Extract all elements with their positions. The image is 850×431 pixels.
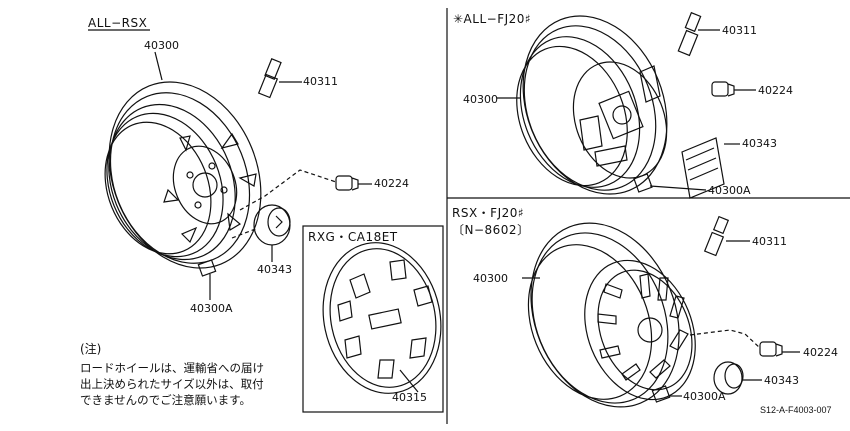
part-label-cap-rsx-fj20: 40343 [764, 374, 799, 387]
part-label-plate-fj20: 40343 [742, 137, 777, 150]
valve-stem-fj20 [677, 11, 720, 57]
wheel-cover-frame [302, 225, 444, 413]
steel-wheel-fj20 [516, 15, 668, 195]
part-label-wheel-cover: 40315 [392, 391, 427, 404]
balance-weight-fj20 [633, 173, 707, 193]
header-rxg-ca18et: RXG・CA18ET [308, 230, 398, 244]
header-all-fj20: ✳ALL−FJ20♯ [453, 12, 532, 26]
alloy-wheel-rsx-fj20 [522, 222, 696, 408]
balance-weight-rsx [197, 259, 217, 300]
wheel-nut-rsx [239, 169, 372, 211]
header-rsx-fj20-model: 〔N−8602〕 [452, 223, 530, 237]
part-label-weight-rsx-fj20: 40300A [683, 390, 726, 403]
weight-plate-fj20 [681, 137, 740, 199]
part-label-wheel-fj20: 40300 [463, 93, 498, 106]
steel-wheel-rsx [104, 81, 262, 269]
part-label-nut-rsx-fj20: 40224 [803, 346, 838, 359]
part-label-valve: 40311 [303, 75, 338, 88]
reference-code: S12-A-F4003-007 [760, 405, 832, 415]
leader-40300-rsx [154, 51, 163, 81]
wheel-nut-fj20 [711, 81, 756, 97]
balance-weight-rsx-fj20 [651, 385, 682, 403]
part-label-nut: 40224 [374, 177, 409, 190]
center-cap-rsx [231, 204, 291, 262]
part-label-weight: 40300A [190, 302, 233, 315]
wheel-nut-rsx-fj20 [689, 329, 800, 357]
part-label-cap: 40343 [257, 263, 292, 276]
valve-stem-rsx-fj20 [703, 215, 750, 257]
part-label-nut-fj20: 40224 [758, 84, 793, 97]
note-body: ロードホイールは、運輸省への届け 出上決められたサイズ以外は、取付 できませんの… [80, 361, 264, 407]
header-all-rsx: ALL−RSX [88, 16, 148, 30]
header-rsx-fj20: RSX・FJ20♯ [452, 206, 525, 220]
valve-stem-rsx [257, 58, 302, 99]
part-label-valve-fj20: 40311 [722, 24, 757, 37]
wheel-cover [322, 242, 442, 394]
part-label-valve-rsx-fj20: 40311 [752, 235, 787, 248]
part-label-wheel-rsx-fj20: 40300 [473, 272, 508, 285]
part-label-weight-fj20: 40300A [708, 184, 751, 197]
note-title: (注) [80, 342, 102, 356]
center-cap-rsx-fj20 [713, 361, 762, 395]
part-label-wheel: 40300 [144, 39, 179, 52]
